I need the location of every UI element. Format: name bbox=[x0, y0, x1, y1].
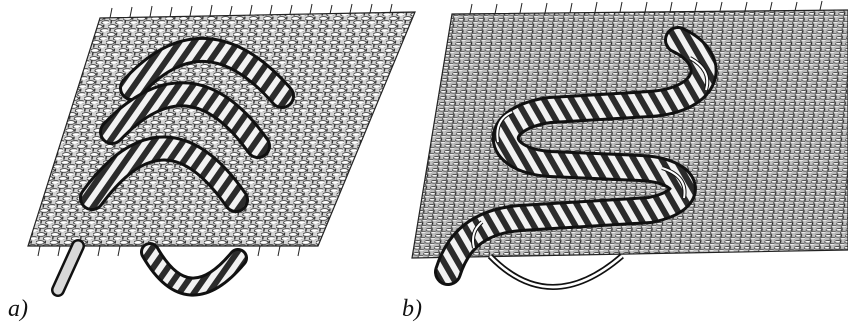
panel-a-label: a) bbox=[8, 296, 28, 322]
panel-b-illustration bbox=[400, 0, 848, 329]
panel-a-illustration bbox=[0, 0, 420, 329]
panel-b-label: b) bbox=[402, 296, 422, 322]
lower-thread-loop bbox=[490, 256, 622, 287]
lower-cord-loop bbox=[58, 246, 238, 290]
